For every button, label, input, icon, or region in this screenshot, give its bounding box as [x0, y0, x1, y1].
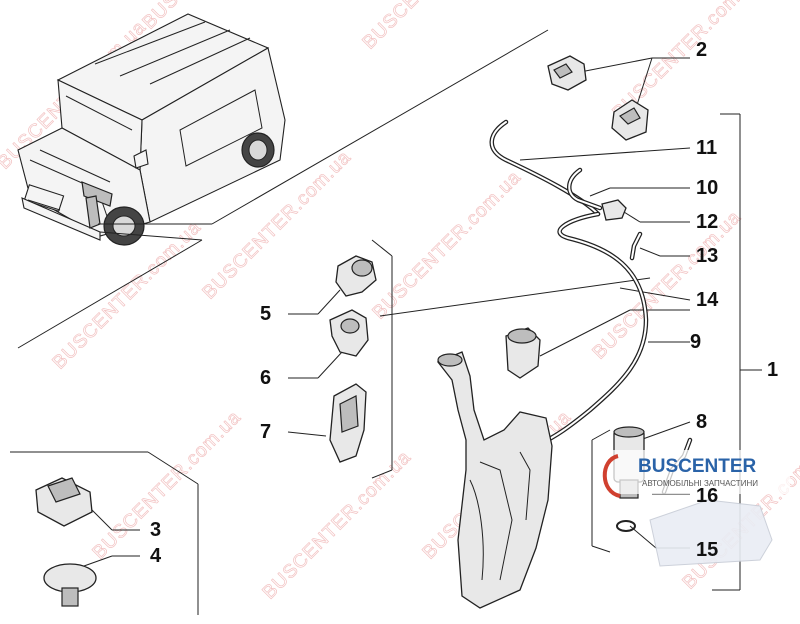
fitting-5-part: [335, 255, 377, 297]
watermark: BUSCENTER.com.ua: [89, 407, 246, 564]
callout-10: 10: [696, 177, 718, 199]
watermark: BUSCENTER.com.ua: [589, 207, 746, 364]
callout-16: 16: [696, 485, 718, 507]
van-illustration: [17, 13, 286, 246]
callout-5: 5: [260, 303, 271, 325]
callout-8: 8: [696, 411, 707, 433]
callout-15: 15: [696, 539, 718, 561]
callout-4: 4: [150, 545, 162, 567]
callout-13: 13: [696, 245, 718, 267]
callout-1: 1: [767, 359, 778, 381]
washer-nozzle-part: [547, 55, 649, 141]
hose-connector-part: [601, 199, 627, 221]
seal-ring-part: [616, 520, 636, 532]
callout-7: 7: [260, 421, 271, 443]
clip-part: [35, 477, 93, 527]
callout-2: 2: [696, 39, 707, 61]
callout-numbers: 1 2 3 4 5 6 7 8 9 10 11 12 13 14 15 16: [150, 39, 778, 567]
callout-6: 6: [260, 367, 271, 389]
svg-text:BUSCENTER: BUSCENTER: [638, 456, 757, 477]
callout-14: 14: [696, 289, 719, 311]
callout-3: 3: [150, 519, 161, 541]
brand-logo: BUSCENTER АВТОМОБІЛЬНІ ЗАПЧАСТИНИ: [600, 450, 790, 567]
callout-11: 11: [696, 137, 717, 159]
watermark: BUSCENTER.com.ua: [359, 0, 516, 54]
fitting-7-part: [329, 383, 367, 463]
callout-9: 9: [690, 331, 701, 353]
washer-hoses: [489, 119, 649, 447]
svg-text:АВТОМОБІЛЬНІ ЗАПЧАСТИНИ: АВТОМОБІЛЬНІ ЗАПЧАСТИНИ: [642, 479, 758, 488]
filler-neck-part: [505, 327, 541, 379]
washer-reservoir-part: [436, 351, 553, 609]
plug-part: [43, 563, 97, 607]
fitting-6-part: [329, 309, 369, 357]
callout-12: 12: [696, 211, 718, 233]
